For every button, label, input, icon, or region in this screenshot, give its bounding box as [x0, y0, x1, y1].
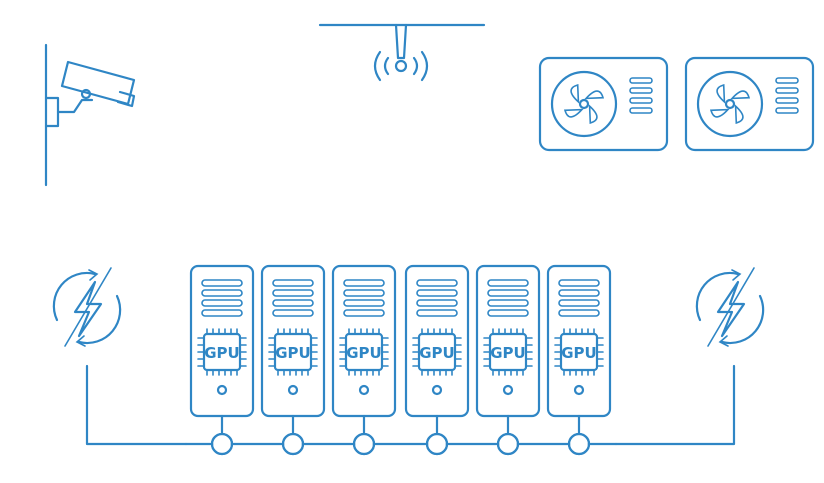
- gpu-server: GPU: [189, 264, 255, 456]
- gpu-label: GPU: [204, 344, 240, 362]
- gpu-chip-icon: [268, 328, 318, 376]
- power-icon: [695, 267, 765, 347]
- network-bus: [85, 364, 736, 446]
- gpu-chip-icon: [197, 328, 247, 376]
- gpu-label: GPU: [346, 344, 382, 362]
- gpu-chip-icon: [554, 328, 604, 376]
- gpu-label: GPU: [561, 344, 597, 362]
- gpu-label: GPU: [275, 344, 311, 362]
- gpu-label: GPU: [490, 344, 526, 362]
- gpu-server: GPU: [475, 264, 541, 456]
- gpu-server: GPU: [331, 264, 397, 456]
- network-node: [352, 432, 376, 456]
- ac-unit-icon: [538, 56, 669, 152]
- gpu-chip-icon: [483, 328, 533, 376]
- power-icon: [52, 267, 122, 347]
- wireless-sensor-icon: [318, 23, 486, 82]
- gpu-label: GPU: [419, 344, 455, 362]
- gpu-chip-icon: [412, 328, 462, 376]
- gpu-server: GPU: [260, 264, 326, 456]
- network-node: [567, 432, 591, 456]
- gpu-server: GPU: [546, 264, 612, 456]
- network-node: [210, 432, 234, 456]
- network-node: [281, 432, 305, 456]
- gpu-server: GPU: [404, 264, 470, 456]
- gpu-chip-icon: [339, 328, 389, 376]
- ac-unit-icon: [684, 56, 815, 152]
- network-node: [496, 432, 520, 456]
- security-camera-icon: [44, 43, 136, 187]
- network-node: [425, 432, 449, 456]
